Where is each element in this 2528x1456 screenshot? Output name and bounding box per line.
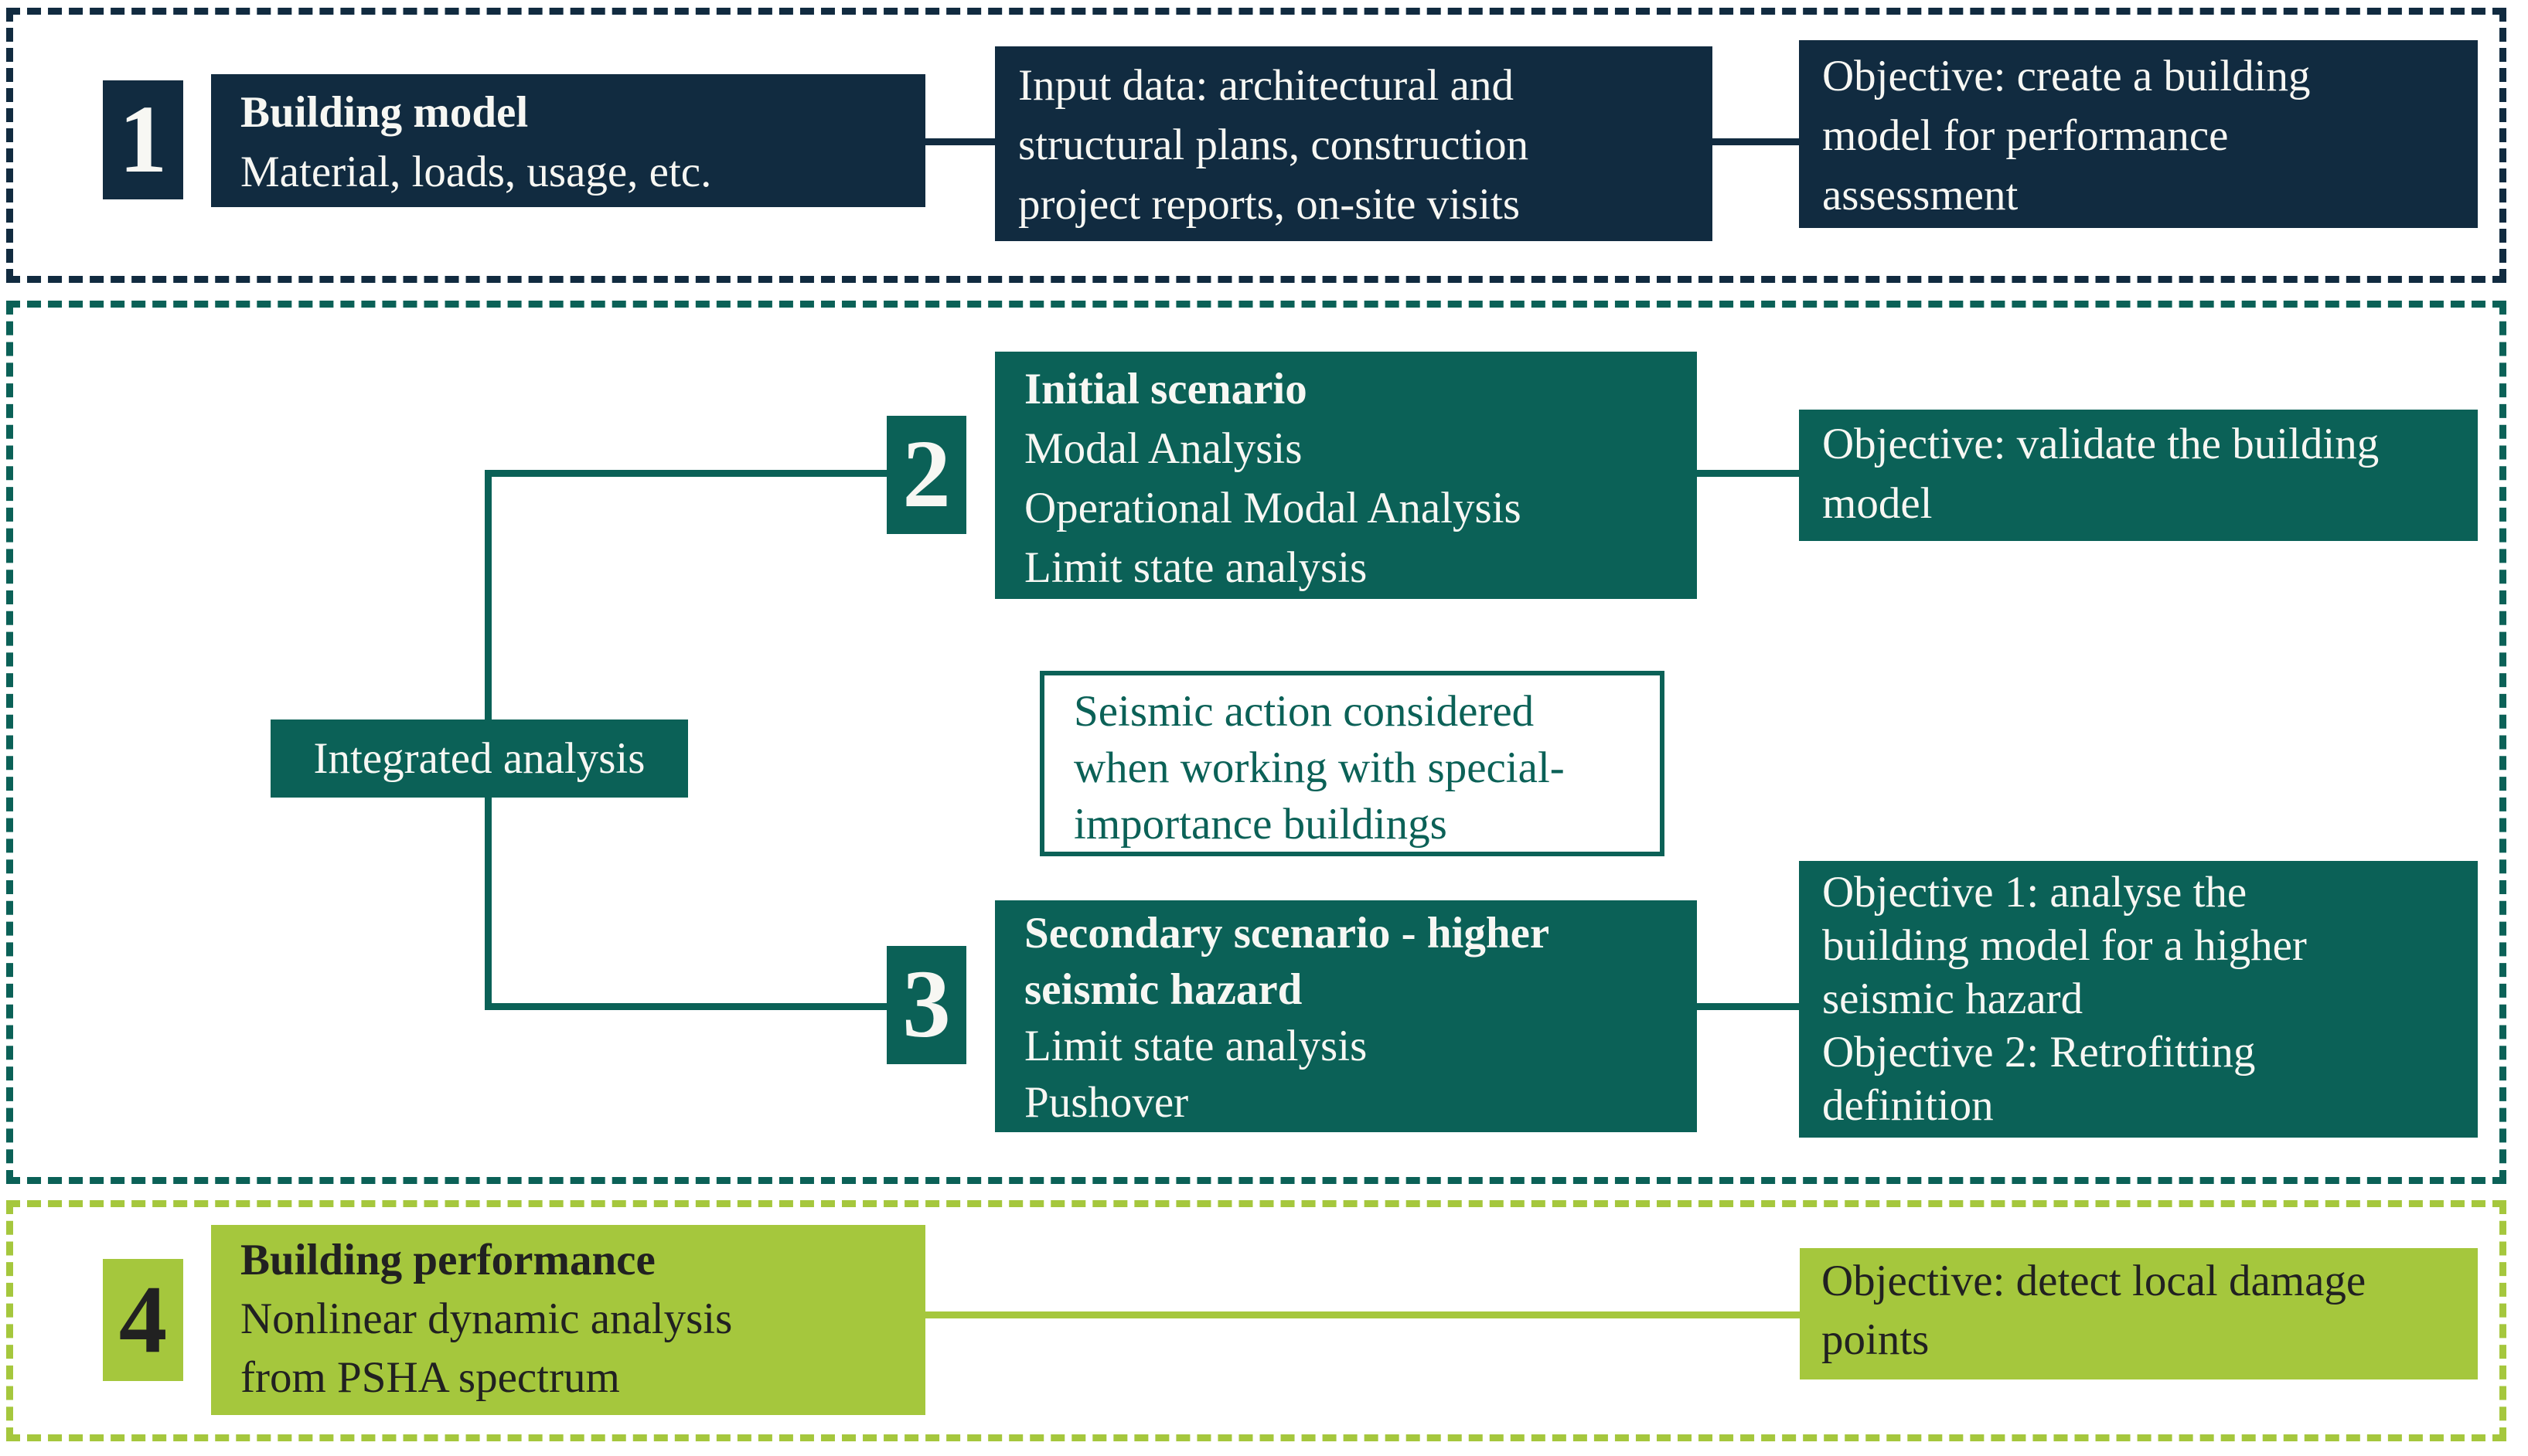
step4-main-box: Building performance Nonlinear dynamic a… xyxy=(211,1225,925,1415)
step3-objective-line: Objective 2: Retrofitting xyxy=(1822,1028,2256,1077)
seismic-note-line: importance buildings xyxy=(1074,800,1447,849)
step4-line: Nonlinear dynamic analysis xyxy=(240,1294,733,1343)
step2-title: Initial scenario xyxy=(1024,365,1307,413)
step1-objective-box: Objective: create a building model for p… xyxy=(1799,40,2478,228)
step3-line: Pushover xyxy=(1024,1078,1189,1127)
step3-connector xyxy=(1697,1003,1799,1010)
step1-number-badge: 1 xyxy=(103,80,183,199)
step3-title-line: seismic hazard xyxy=(1024,965,1303,1014)
step2-objective-line: Objective: validate the building xyxy=(1822,420,2380,468)
step1-connector-a xyxy=(925,138,995,145)
step1-objective-line: Objective: create a building xyxy=(1822,52,2311,100)
step3-number-badge: 3 xyxy=(887,946,966,1064)
step1-input-line: Input data: architectural and xyxy=(1018,61,1514,110)
step4-line: from PSHA spectrum xyxy=(240,1353,620,1402)
bracket-bottom-line xyxy=(485,1003,894,1010)
bracket-top-line xyxy=(485,470,887,477)
step1-main-box: Building model Material, loads, usage, e… xyxy=(211,74,925,207)
step1-connector-b xyxy=(1712,138,1799,145)
step2-objective-box: Objective: validate the building model xyxy=(1799,410,2478,541)
step3-line: Limit state analysis xyxy=(1024,1022,1368,1070)
step4-connector xyxy=(925,1311,1800,1318)
step3-main-box: Secondary scenario - higher seismic haza… xyxy=(995,900,1697,1132)
seismic-note-line: when working with special- xyxy=(1074,743,1565,792)
step2-line: Limit state analysis xyxy=(1024,543,1368,592)
step2-connector xyxy=(1697,470,1799,477)
step2-main-box: Initial scenario Modal Analysis Operatio… xyxy=(995,352,1697,599)
phase1-frame xyxy=(6,8,2506,283)
step2-line: Operational Modal Analysis xyxy=(1024,484,1521,532)
step4-number-badge: 4 xyxy=(103,1259,183,1381)
integrated-analysis-box: Integrated analysis xyxy=(271,719,688,798)
step1-input-box: Input data: architectural and structural… xyxy=(995,46,1712,241)
step3-title-line: Secondary scenario - higher xyxy=(1024,909,1550,958)
step3-objective-line: seismic hazard xyxy=(1822,975,2083,1023)
step1-input-line: structural plans, construction xyxy=(1018,121,1529,169)
step1-input-line: project reports, on-site visits xyxy=(1018,180,1521,229)
seismic-note-line: Seismic action considered xyxy=(1074,687,1535,736)
step2-objective-line: model xyxy=(1822,479,1933,528)
step1-objective-line: assessment xyxy=(1822,171,2019,219)
step4-objective-line: Objective: detect local damage xyxy=(1821,1257,2366,1305)
step4-objective-line: points xyxy=(1821,1315,1930,1364)
step1-title: Building model xyxy=(240,88,529,137)
step4-title: Building performance xyxy=(240,1236,656,1284)
phase3-frame xyxy=(6,1200,2506,1441)
step3-objective-box: Objective 1: analyse the building model … xyxy=(1799,861,2478,1138)
step2-number-badge: 2 xyxy=(887,416,966,534)
step2-line: Modal Analysis xyxy=(1024,424,1303,473)
step3-objective-line: Objective 1: analyse the xyxy=(1822,868,2247,917)
step1-objective-line: model for performance xyxy=(1822,111,2229,160)
step4-objective-box: Objective: detect local damage points xyxy=(1800,1248,2478,1379)
seismic-note-box: Seismic action considered when working w… xyxy=(1040,671,1664,856)
step3-objective-line: building model for a higher xyxy=(1822,921,2307,970)
step1-subtitle: Material, loads, usage, etc. xyxy=(240,148,712,196)
step3-objective-line: definition xyxy=(1822,1081,1994,1130)
phase2-frame xyxy=(6,301,2506,1184)
